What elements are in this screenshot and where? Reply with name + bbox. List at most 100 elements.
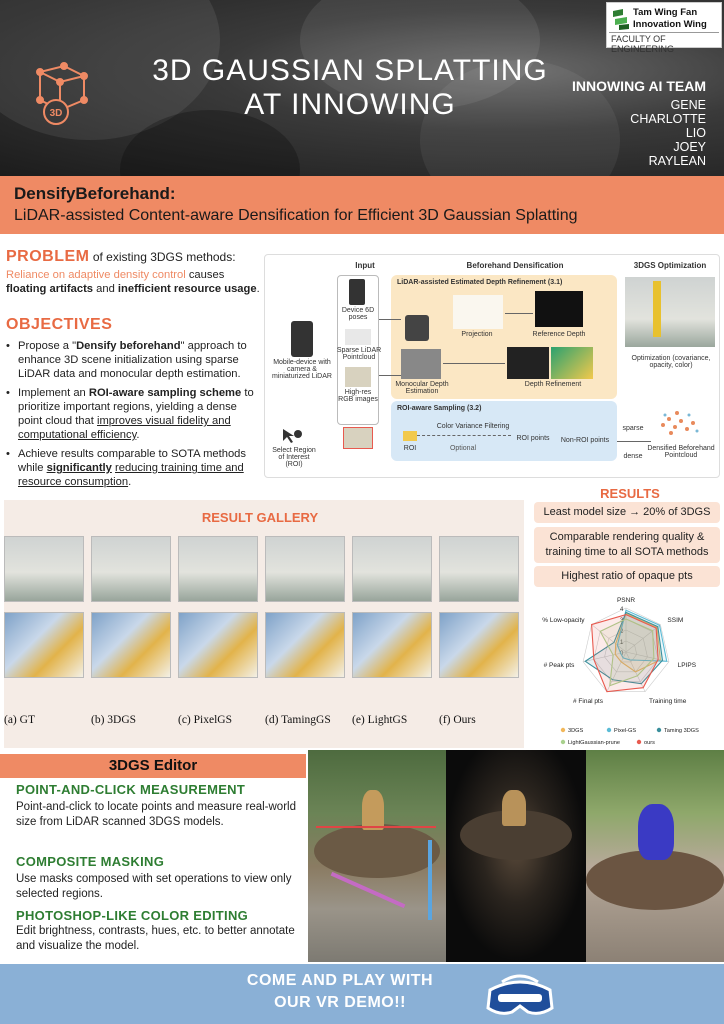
- objective-text: Implement an: [18, 387, 89, 399]
- gallery-image: [352, 612, 432, 678]
- diagram-label: Densified Beforehand Pointcloud: [647, 445, 715, 459]
- rgb-image-thumb: [345, 367, 371, 387]
- device-pose-icon: [349, 279, 365, 305]
- footer-text-line2: OUR VR DEMO!!: [274, 994, 406, 1011]
- projection-points-thumb: [453, 295, 503, 329]
- optional-arrow: [417, 435, 511, 436]
- gallery-label: (b) 3DGS: [91, 714, 137, 726]
- problem-bold: inefficient resource usage: [117, 283, 257, 295]
- radar-axis-label: LPIPS: [678, 662, 697, 669]
- problem-bold: floating artifacts: [6, 283, 94, 295]
- diagram-label: Mobile-device with camera & miniaturized…: [272, 359, 332, 380]
- header-banner: [0, 0, 724, 176]
- diagram-label: ROI: [403, 445, 417, 452]
- diagram-col-densify: Beforehand Densification: [466, 261, 564, 270]
- diagram-label: Non-ROI points: [560, 437, 610, 444]
- paper-subtitle: LiDAR-assisted Content-aware Densificati…: [14, 207, 578, 224]
- arrow: [505, 313, 533, 314]
- gallery-image: [178, 612, 258, 678]
- radar-series-polygon: [616, 609, 668, 662]
- diagram-label: Monocular Depth Estimation: [395, 381, 449, 395]
- radar-axis-label: SSIM: [667, 617, 683, 624]
- cube-3d-icon: 3D: [36, 62, 88, 125]
- gallery-image: [265, 536, 345, 602]
- objective-text: to prioritize important regions, yieldin…: [18, 387, 254, 427]
- editor-feature-text: Edit brightness, contrasts, hues, etc. t…: [16, 925, 295, 952]
- gallery-image: [4, 536, 84, 602]
- legend-swatch: [560, 727, 566, 733]
- gallery-label: (e) LightGS: [352, 714, 408, 726]
- gallery-image: [439, 612, 519, 678]
- problem-highlight: Reliance on adaptive density control: [6, 269, 186, 281]
- radar-axis-label: # Peak pts: [544, 662, 575, 669]
- legend-entry: LightGaussian-prune: [568, 740, 620, 746]
- editor-title: 3DGS Editor: [108, 757, 198, 774]
- team-member: LIO: [685, 126, 706, 140]
- mono-depth-thumb: [401, 349, 441, 379]
- editor-screenshot-masking: [446, 750, 586, 962]
- gallery-label: (d) TamingGS: [265, 714, 331, 726]
- radar-tick-label: 0: [620, 651, 624, 657]
- arrow: [617, 441, 651, 442]
- legend-swatch: [560, 739, 566, 745]
- diagram-label: Device 6D poses: [341, 307, 375, 321]
- input-column: [337, 275, 379, 425]
- roi-sampling-panel: [391, 401, 617, 461]
- objective-text: .: [136, 429, 140, 441]
- section-title: ROI-aware Sampling (3.2): [397, 405, 482, 412]
- legend-entry: ours: [644, 740, 655, 746]
- gallery-image: [91, 536, 171, 602]
- diagram-label: Depth Refinement: [524, 381, 582, 388]
- diagram-label: High-res RGB images: [338, 389, 378, 403]
- page-title-line1: 3D GAUSSIAN SPLATTING: [152, 54, 548, 87]
- diagram-label: sparse: [622, 425, 644, 432]
- results-title: RESULTS: [600, 486, 660, 501]
- diagram-label: Sparse LiDAR Pointcloud: [336, 347, 382, 361]
- gallery-label: (c) PixelGS: [178, 714, 232, 726]
- arrow: [379, 375, 401, 376]
- legend-swatch: [606, 727, 612, 733]
- gallery-title: RESULT GALLERY: [201, 510, 319, 525]
- radar-axis-label: PSNR: [617, 597, 635, 604]
- result-box: Highest ratio of opaque pts: [534, 566, 720, 587]
- radar-grid-ring: [614, 640, 638, 663]
- gallery-label: (f) Ours: [439, 714, 476, 726]
- depth-refinement-thumb: [507, 347, 549, 379]
- radar-spoke: [625, 624, 661, 653]
- phone-icon: [291, 321, 313, 357]
- footer-text-line1: COME AND PLAY WITH: [246, 972, 434, 989]
- diagram-label: Optional: [449, 445, 477, 452]
- radar-spoke: [583, 651, 627, 663]
- arrow: [379, 319, 401, 320]
- diagram-label: dense: [623, 453, 643, 460]
- objective-bold-underline: significantly: [46, 462, 112, 474]
- radar-tick-label: 2: [620, 629, 624, 635]
- radar-spoke: [591, 624, 627, 653]
- editor-title-bar: [0, 754, 306, 778]
- faculty-logo: Tam Wing Fan Innovation Wing FACULTY OF …: [606, 2, 722, 54]
- radar-grid-ring: [582, 607, 670, 692]
- editor-feature-text: Point-and-click to locate points and mea…: [16, 801, 296, 828]
- editor-feature-heading: COMPOSITE MASKING: [16, 854, 165, 869]
- arrow: [443, 363, 505, 364]
- badge-3d-text: 3D: [50, 108, 63, 119]
- editor-screenshot-measurement: [308, 750, 446, 962]
- radar-series: [584, 609, 668, 693]
- list-item: Achieve results comparable to SOTA metho…: [6, 447, 262, 489]
- problem-text: causes: [185, 269, 225, 281]
- objectives-list: Propose a "Densify beforehand" approach …: [6, 339, 262, 489]
- problem-text: and: [93, 283, 118, 295]
- diagram-label: Reference Depth: [532, 331, 586, 338]
- depth-refinement-color-thumb: [551, 347, 593, 379]
- team-title: INNOWING AI TEAM: [571, 78, 706, 94]
- objective-bold: Densify beforehand: [76, 340, 181, 352]
- gallery-image: [178, 536, 258, 602]
- result-box: Comparable rendering quality & training …: [534, 527, 720, 563]
- roi-marker: [403, 431, 417, 441]
- radar-tick-label: 4: [620, 607, 624, 613]
- sparse-cloud-thumb: [345, 329, 371, 345]
- roi-image-thumb: [343, 427, 373, 449]
- optimization-result-thumb: [625, 277, 715, 347]
- gallery-label: (a) GT: [4, 714, 35, 726]
